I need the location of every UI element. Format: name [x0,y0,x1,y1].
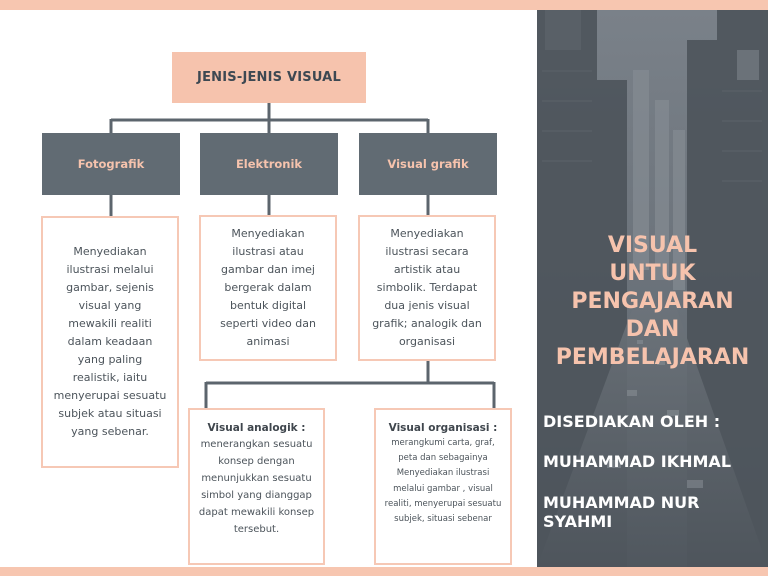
prepared-by-label: DISEDIAKAN OLEH : [543,412,765,431]
author-name: MUHAMMAD NUR SYAHMI [543,493,765,531]
diagram-title: JENIS-JENIS VISUAL [172,52,366,103]
panel-title-line: VISUAL [537,232,768,260]
panel-title-line: PEMBELAJARAN [537,344,768,372]
subtype-analogik-title: Visual analogik : [207,422,305,434]
description-fotografik: Menyediakan ilustrasi melalui gambar, se… [41,216,179,468]
subtype-analogik-description: menerangkan sesuatu konsep dengan menunj… [198,436,315,538]
panel-title: VISUAL UNTUK PENGAJARAN DAN PEMBELAJARAN [537,232,768,372]
subtype-organisasi-description: merangkumi carta, graf, peta dan sebagai… [384,436,502,527]
category-elektronik: Elektronik [200,133,338,195]
bottom-accent-band [0,567,768,576]
description-elektronik: Menyediakan ilustrasi atau gambar dan im… [199,215,337,361]
category-fotografik: Fotografik [42,133,180,195]
subtype-visual-organisasi: Visual organisasi : merangkumi carta, gr… [374,408,512,565]
panel-title-line: UNTUK [537,260,768,288]
subtype-visual-analogik: Visual analogik : menerangkan sesuatu ko… [188,408,325,565]
category-visual-grafik: Visual grafik [359,133,497,195]
panel-title-line: PENGAJARAN [537,288,768,316]
subtype-organisasi-title: Visual organisasi : [389,422,498,434]
cover-panel: VISUAL UNTUK PENGAJARAN DAN PEMBELAJARAN… [537,10,768,567]
description-visual-grafik: Menyediakan ilustrasi secara artistik at… [358,215,496,361]
author-name: MUHAMMAD IKHMAL [543,452,765,471]
panel-title-line: DAN [537,316,768,344]
